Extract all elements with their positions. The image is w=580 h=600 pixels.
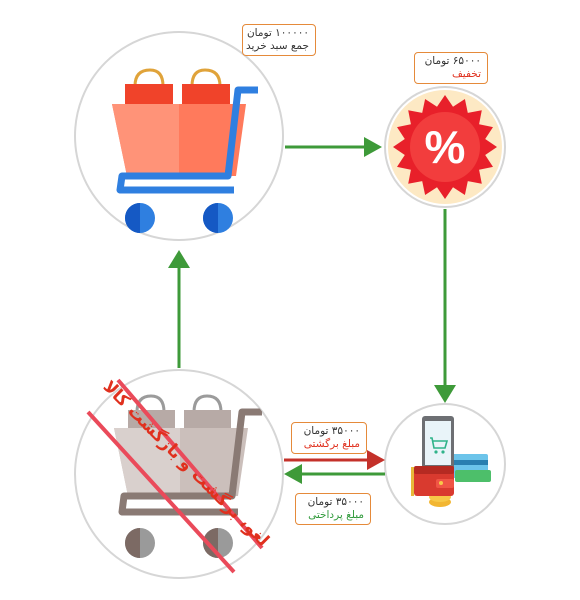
cart-total-label: ۱۰۰۰۰۰ تومان جمع سبد خرید xyxy=(242,24,316,56)
shopping-cart-icon xyxy=(112,68,258,233)
discount-node: % xyxy=(384,86,506,208)
cancelled-cart-node xyxy=(74,369,284,579)
discount-label: ۶۵۰۰۰ تومان تخفیف xyxy=(414,52,488,84)
cart-total-amount: ۱۰۰۰۰۰ تومان xyxy=(246,27,309,39)
payment-node xyxy=(384,403,506,525)
arrow-cancel-to-cart xyxy=(168,250,190,368)
arrow-discount-to-payment xyxy=(434,209,456,403)
svg-text:%: % xyxy=(425,121,466,173)
return-amount-label: ۳۵۰۰۰ تومان مبلغ برگشتی xyxy=(291,422,367,454)
payment-amount-value: ۳۵۰۰۰ تومان xyxy=(307,496,364,508)
return-amount-value: ۳۵۰۰۰ تومان xyxy=(303,425,360,437)
arrow-cancel-to-payment xyxy=(284,450,385,470)
arrow-payment-to-cancel xyxy=(284,464,385,484)
strike-line-2 xyxy=(86,410,236,574)
payment-label: ۳۵۰۰۰ تومان مبلغ پرداختی xyxy=(295,493,371,525)
discount-amount: ۶۵۰۰۰ تومان xyxy=(424,55,481,67)
cart-total-caption: جمع سبد خرید xyxy=(245,40,309,52)
arrow-cart-to-discount xyxy=(285,137,382,157)
payment-amount-caption: مبلغ پرداختی xyxy=(308,509,364,521)
return-amount-caption: مبلغ برگشتی xyxy=(303,438,360,450)
discount-caption: تخفیف xyxy=(451,68,481,80)
shopping-cart-node xyxy=(74,31,284,241)
discount-badge-icon: % xyxy=(393,95,497,199)
mobile-payment-icon xyxy=(411,416,491,507)
strike-line-1 xyxy=(116,378,264,550)
